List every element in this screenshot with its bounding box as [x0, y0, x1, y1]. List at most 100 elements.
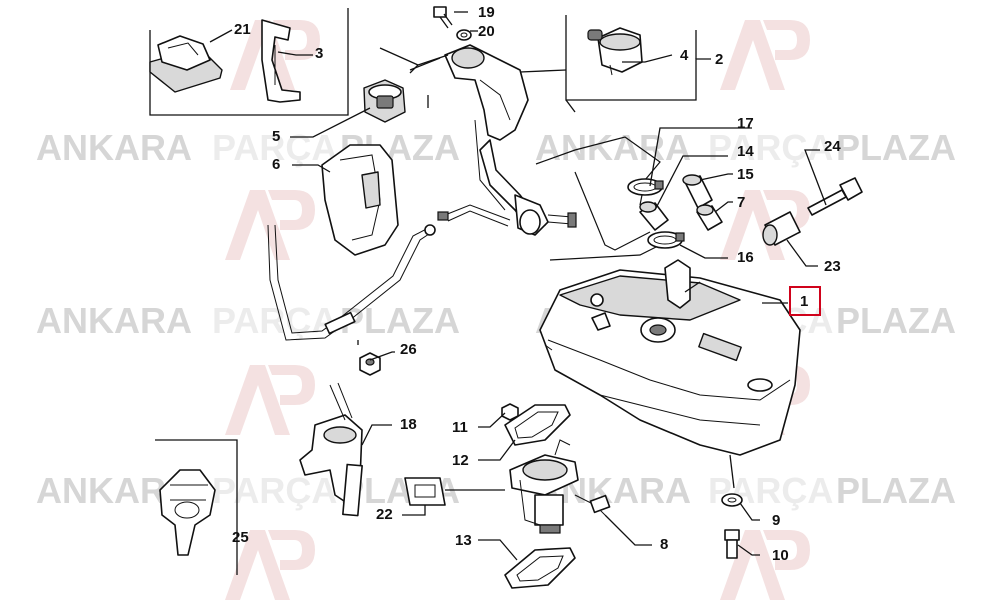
leader-12 [478, 439, 516, 461]
part-3-bracket [261, 19, 301, 103]
part-26-nut [359, 352, 381, 376]
part-10-bolt [724, 529, 740, 559]
callout-9[interactable]: 9 [772, 512, 780, 529]
watermark-logo [720, 20, 810, 90]
part-15-hose [682, 174, 713, 209]
part-18-bracket [299, 382, 363, 517]
watermark-row-3: ANKARA PARÇA PLAZA ANKARA PARÇA PLAZA [36, 470, 956, 511]
part-9-washer [721, 493, 743, 507]
wm-parca: PARÇA [708, 127, 833, 168]
leader-6 [292, 164, 331, 173]
callout-18[interactable]: 18 [400, 416, 417, 433]
callout-26[interactable]: 26 [400, 341, 417, 358]
leader-16 [679, 244, 728, 259]
callout-22[interactable]: 22 [376, 506, 393, 523]
callout-24[interactable]: 24 [824, 138, 841, 155]
callout-6[interactable]: 6 [272, 156, 280, 173]
callout-12[interactable]: 12 [452, 452, 469, 469]
bracket-25 [155, 439, 238, 575]
part-6-heat-shield [321, 144, 399, 256]
wm-ankara: ANKARA [535, 127, 691, 168]
highlight-box-part-1[interactable] [789, 286, 821, 316]
fuel-line-pipe [267, 224, 436, 341]
part-5-connector [363, 79, 406, 123]
callout-numbers: 21 3 5 6 19 20 4 2 17 14 15 7 16 24 23 1… [232, 4, 841, 564]
part-24-bolt [807, 177, 863, 216]
part-14-hose [639, 201, 669, 231]
callout-13[interactable]: 13 [455, 532, 472, 549]
callout-17[interactable]: 17 [737, 115, 754, 132]
watermark-text: ANKARA PARÇA PLAZA ANKARA PARÇA PLAZA AN… [36, 127, 956, 511]
callout-1[interactable]: 1 [800, 293, 808, 310]
wm-ankara: ANKARA [36, 127, 192, 168]
leader-15 [699, 173, 733, 181]
wm-ankara: ANKARA [36, 300, 192, 341]
leader-9-tank [729, 454, 735, 489]
leader-21 [209, 29, 233, 43]
callout-10[interactable]: 10 [772, 547, 789, 564]
leader-17 [649, 127, 752, 187]
callout-8[interactable]: 8 [660, 536, 668, 553]
callout-21[interactable]: 21 [234, 21, 251, 38]
part-23-spacer [762, 211, 801, 246]
leader-4 [622, 54, 673, 63]
leader-10 [737, 544, 760, 556]
callout-5[interactable]: 5 [272, 128, 280, 145]
wm-plaza: PLAZA [836, 300, 956, 341]
wm-parca: PARÇA [212, 470, 337, 511]
leader-24 [804, 149, 827, 206]
watermark-logo [225, 365, 315, 435]
leader-lines [209, 11, 827, 561]
leader-2-neck [519, 69, 567, 73]
wm-plaza: PLAZA [836, 470, 956, 511]
callout-2[interactable]: 2 [715, 51, 723, 68]
leader-14 [654, 155, 728, 211]
wm-plaza: PLAZA [340, 300, 460, 341]
callout-25[interactable]: 25 [232, 529, 249, 546]
wm-parca: PARÇA [212, 127, 337, 168]
watermark-logo [225, 190, 315, 260]
part-13-seal [504, 547, 576, 589]
leader-22 [402, 505, 426, 516]
wm-plaza: PLAZA [836, 127, 956, 168]
part-1-fuel-tank [539, 259, 801, 456]
callout-20[interactable]: 20 [478, 23, 495, 40]
callout-11[interactable]: 11 [452, 419, 468, 436]
part-17-clamp [627, 178, 664, 196]
callout-19[interactable]: 19 [478, 4, 495, 21]
bracket-2 [565, 15, 711, 101]
callout-23[interactable]: 23 [824, 258, 841, 275]
leader-3 [277, 51, 313, 56]
part-8-fuel-pump [509, 439, 611, 534]
bracket-lines [149, 8, 711, 575]
leader-13 [478, 539, 518, 561]
callout-16[interactable]: 16 [737, 249, 754, 266]
leader-neck-left2 [417, 54, 449, 66]
filler-neck-assembly [437, 44, 577, 236]
part-21-pad [149, 35, 223, 93]
part-22-gasket [404, 477, 446, 506]
callout-3[interactable]: 3 [315, 45, 323, 62]
tank-hose-lead [684, 281, 701, 293]
callout-15[interactable]: 15 [737, 166, 754, 183]
callout-7[interactable]: 7 [737, 194, 745, 211]
leader-8 [604, 514, 652, 546]
part-12-gasket [504, 404, 571, 446]
part-20-washer [456, 29, 472, 41]
part-25-clip [159, 469, 216, 556]
watermark-logo [225, 530, 315, 600]
part-4-valve [587, 27, 643, 76]
callout-14[interactable]: 14 [737, 143, 754, 160]
wm-parca: PARÇA [212, 300, 337, 341]
leader-23 [786, 239, 818, 267]
leader-7 [714, 201, 733, 213]
leader-26 [369, 351, 395, 361]
watermark-row-1: ANKARA PARÇA PLAZA ANKARA PARÇA PLAZA [36, 127, 956, 168]
watermark-logo [720, 530, 810, 600]
leader-2-down [565, 99, 576, 113]
leader-9 [739, 502, 760, 521]
part-16-clamp [647, 231, 685, 249]
callout-4[interactable]: 4 [680, 47, 689, 64]
